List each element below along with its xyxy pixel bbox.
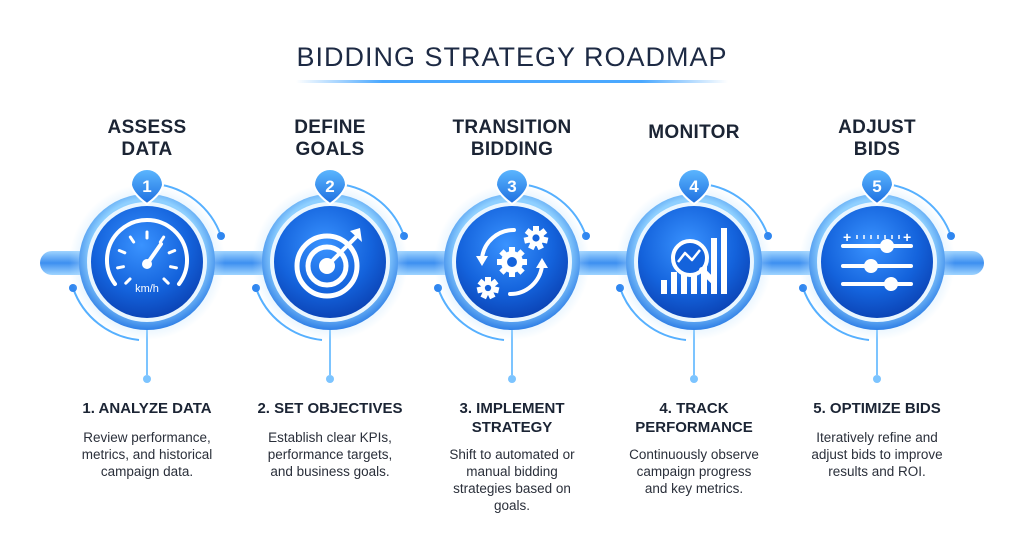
step-description-line: performance targets, <box>267 447 393 462</box>
orbit-arc <box>802 287 870 341</box>
orbit-arc <box>437 287 505 341</box>
step-heading-line: MONITOR <box>648 122 740 143</box>
step-title-line: 3. IMPLEMENT <box>459 400 565 417</box>
step-node-3: 3 <box>434 168 590 383</box>
page-title: BIDDING STRATEGY ROADMAP <box>296 42 728 72</box>
step-number: 2 <box>325 177 334 196</box>
step-title-line: PERFORMANCE <box>635 419 753 436</box>
step-description-line: Shift to automated or <box>449 447 575 462</box>
step-node-4: 4 <box>616 168 772 383</box>
step-description-line: goals. <box>493 498 531 513</box>
step-description-line: and business goals. <box>270 464 390 479</box>
step-heading-4: MONITOR <box>609 122 779 144</box>
step-number: 1 <box>142 177 151 196</box>
step-heading-line: ASSESS <box>107 117 187 138</box>
step-number: 3 <box>507 177 516 196</box>
bottom-dot <box>873 375 881 383</box>
orbit-arc <box>619 287 687 341</box>
inner-disc <box>821 206 933 318</box>
step-description-4: Continuously observe campaign progress and… <box>604 446 784 497</box>
step-description-line: strategies based on <box>453 481 571 496</box>
target-icon <box>294 228 362 299</box>
step-number-pin: 1 <box>129 168 165 206</box>
step-number: 5 <box>872 177 881 196</box>
step-heading-line: DEFINE <box>294 117 366 138</box>
orbit-arc <box>337 183 405 237</box>
step-description-line: Review performance, <box>83 430 211 445</box>
step-node-1: km/h 1 <box>69 168 225 383</box>
step-description-line: metrics, and historical <box>81 447 213 462</box>
bottom-dot <box>690 375 698 383</box>
step-description-1: Review performance, metrics, and historic… <box>57 429 237 480</box>
step-number-pin: 4 <box>676 168 712 206</box>
step-heading-line: BIDDING <box>470 139 554 160</box>
step-description-line: manual bidding <box>466 464 558 479</box>
step-title-line: 4. TRACK <box>659 400 729 417</box>
step-heading-line: DATA <box>121 139 173 160</box>
step-description-line: and key metrics. <box>644 481 744 496</box>
step-title-line: STRATEGY <box>471 419 553 436</box>
step-title-3: 3. IMPLEMENT STRATEGY <box>417 399 607 437</box>
bottom-dot <box>508 375 516 383</box>
step-description-line: results and ROI. <box>828 464 926 479</box>
step-node-2: 2 <box>252 168 408 383</box>
title-underline <box>296 80 728 83</box>
step-title-1: 1. ANALYZE DATA <box>52 399 242 418</box>
orbit-arc <box>519 183 587 237</box>
speed-unit-label: km/h <box>135 283 159 295</box>
step-node-5: ++5 <box>799 168 955 383</box>
step-title-4: 4. TRACK PERFORMANCE <box>599 399 789 437</box>
step-description-5: Iteratively refine and adjust bids to imp… <box>787 429 967 480</box>
step-description-line: Iteratively refine and <box>816 430 938 445</box>
step-description-2: Establish clear KPIs, performance targets… <box>240 429 420 480</box>
step-heading-line: TRANSITION <box>452 117 572 138</box>
chart-magnifier-icon <box>661 228 727 294</box>
step-number-pin: 3 <box>494 168 530 206</box>
step-title-line: 5. OPTIMIZE BIDS <box>813 400 941 417</box>
orbit-arc <box>72 287 140 341</box>
step-heading-line: GOALS <box>295 139 365 160</box>
step-title-2: 2. SET OBJECTIVES <box>235 399 425 418</box>
gears-cycle-icon <box>476 226 549 300</box>
step-title-line: 2. SET OBJECTIVES <box>257 400 403 417</box>
speedometer-icon: km/h <box>105 218 189 295</box>
step-description-line: campaign progress <box>636 464 752 479</box>
step-description-3: Shift to automated or manual bidding strat… <box>422 446 602 514</box>
step-description-line: Continuously observe <box>629 447 759 462</box>
bottom-dot <box>326 375 334 383</box>
step-description-line: campaign data. <box>100 464 194 479</box>
step-heading-line: ADJUST <box>838 117 916 138</box>
orbit-arc <box>701 183 769 237</box>
step-description-line: Establish clear KPIs, <box>268 430 392 445</box>
svg-text:+: + <box>843 229 851 245</box>
orbit-arc <box>884 183 952 237</box>
orbit-arc <box>255 287 323 341</box>
step-number: 4 <box>689 177 699 196</box>
sliders-icon: ++ <box>841 229 913 291</box>
step-description-line: adjust bids to improve <box>811 447 943 462</box>
bottom-dot <box>143 375 151 383</box>
orbit-arc <box>154 183 222 237</box>
svg-text:+: + <box>903 229 911 245</box>
step-number-pin: 2 <box>312 168 348 206</box>
step-title-line: 1. ANALYZE DATA <box>82 400 212 417</box>
step-title-5: 5. OPTIMIZE BIDS <box>782 399 972 418</box>
step-heading-line: BIDS <box>853 139 901 160</box>
step-number-pin: 5 <box>859 168 895 206</box>
